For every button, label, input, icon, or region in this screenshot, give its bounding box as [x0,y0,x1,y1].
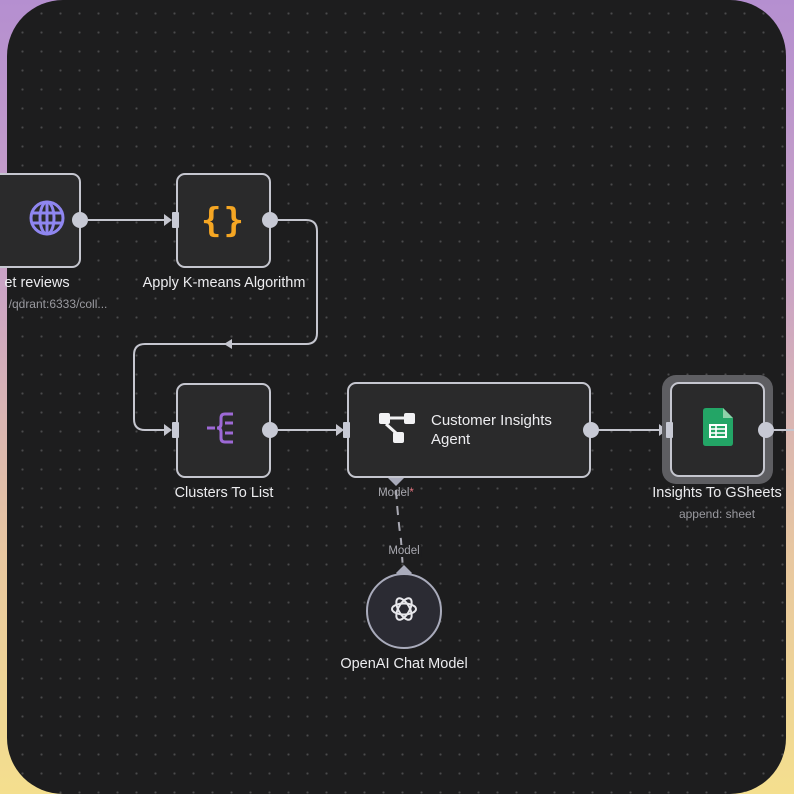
node-customer-insights-agent[interactable]: Customer Insights Agent [347,382,591,478]
input-handle[interactable] [343,422,350,438]
node-apply-kmeans[interactable]: {} [176,173,271,268]
node-subtitle: append: sheet [678,507,756,521]
node-clusters-to-list[interactable] [176,383,271,478]
node-label-line2: Agent [431,431,471,448]
edge-arrow [224,339,232,349]
node-label: Apply K-means Algorithm [142,275,306,291]
edge-model-dashed[interactable] [395,489,404,571]
code-braces-icon: {} [201,200,246,241]
edge-arrow [164,424,172,436]
node-label: et reviews [4,275,70,291]
node-insights-to-gsheets[interactable] [670,382,765,477]
node-label-line1: Customer Insights [431,412,552,429]
output-handle[interactable] [262,212,278,228]
openai-port-label: Model [386,545,422,557]
node-subtitle: /qdrant:6333/coll... [8,297,108,311]
node-label: Insights To GSheets [652,485,782,501]
edge-arrow [336,424,344,436]
input-handle[interactable] [172,212,179,228]
output-handle[interactable] [758,422,774,438]
agent-robot-icon [377,410,419,451]
edge-arrow [164,214,172,226]
model-port-label: Model* [378,487,414,499]
input-handle[interactable] [172,422,179,438]
input-handle[interactable] [666,422,673,438]
node-get-reviews[interactable] [0,173,81,268]
openai-icon [389,594,419,629]
output-handle[interactable] [583,422,599,438]
node-label: Clusters To List [174,485,274,501]
globe-icon [27,198,67,243]
node-openai-chat-model[interactable] [366,573,442,649]
node-label: OpenAI Chat Model [340,656,468,672]
google-sheets-icon [702,408,733,451]
required-marker: * [409,487,414,499]
output-handle[interactable] [72,212,88,228]
output-handle[interactable] [262,422,278,438]
split-list-icon [205,411,243,450]
